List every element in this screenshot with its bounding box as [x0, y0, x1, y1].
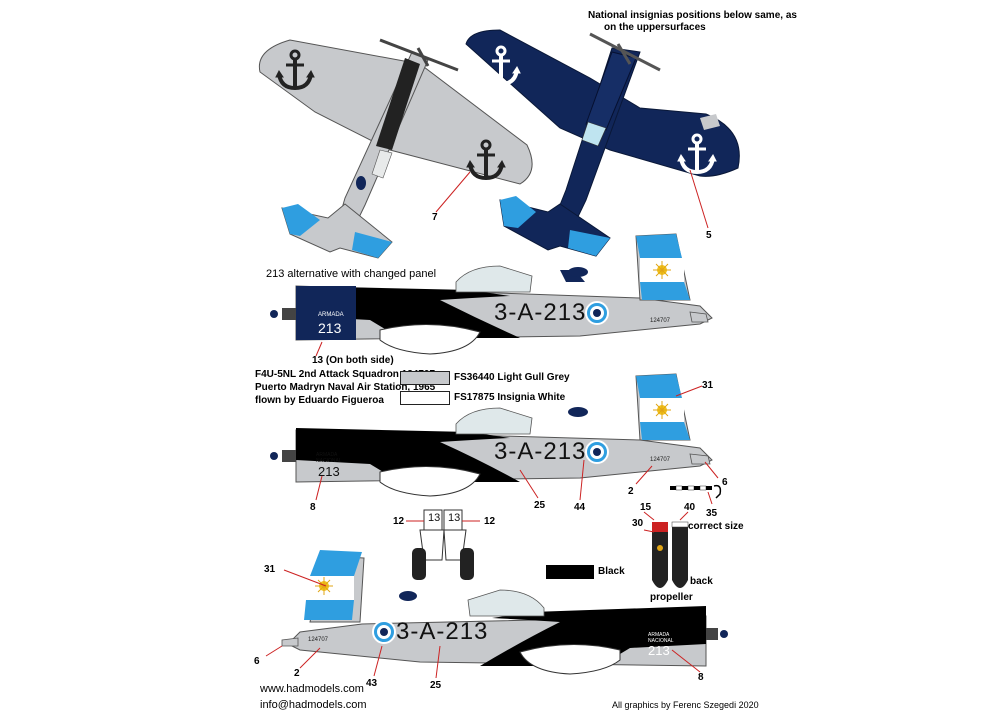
callout-2-b: 2: [294, 668, 300, 679]
callout-6-a: 6: [722, 477, 728, 488]
serial-side2: 124707: [650, 457, 671, 463]
serial-side3: 124707: [308, 637, 329, 643]
armada-side3: ARMADA: [648, 632, 670, 638]
callout-6-b: 6: [254, 656, 260, 667]
aircraft-info-line2: Puerto Madryn Naval Air Station, 1965: [255, 382, 436, 393]
plan-view-navy: [465, 29, 740, 257]
code-side2: 3-A-213: [494, 438, 587, 465]
code-side1: 3-A-213: [494, 299, 587, 326]
callout-43: 43: [366, 678, 378, 689]
grey-swatch: [400, 371, 450, 385]
callout-25-a: 25: [534, 500, 546, 511]
nose-number-side2: 213: [318, 464, 340, 479]
callout-35: 35: [706, 508, 718, 519]
gear-door-number-left: 13: [428, 512, 441, 524]
armada-side2: ARMADA: [316, 452, 338, 458]
footer-credit: All graphics by Ferenc Szegedi 2020: [612, 700, 759, 710]
callout-8-a: 8: [310, 502, 316, 513]
on-both-side-note: 13 (On both side): [312, 355, 394, 366]
nose-number-side3: 213: [648, 643, 670, 658]
alt-panel-caption: 213 alternative with changed panel: [266, 268, 437, 280]
callout-30: 30: [632, 518, 644, 529]
armada-side1: ARMADA: [318, 312, 344, 318]
callout-8-b: 8: [698, 672, 704, 683]
nacional-side2: NACIONAL: [316, 458, 342, 464]
nose-number-side1: 213: [318, 320, 342, 336]
nacional-side3: NACIONAL: [648, 638, 674, 644]
gear-doors: [406, 509, 480, 580]
propeller-label: propeller: [650, 592, 693, 603]
correct-size-label: correct size: [688, 521, 744, 532]
callout-25-b: 25: [430, 680, 442, 691]
callout-12-right: 12: [484, 516, 496, 527]
back-label: back: [690, 576, 713, 587]
grey-swatch-label: FS36440 Light Gull Grey: [454, 372, 570, 383]
white-swatch-label: FS17875 Insignia White: [454, 392, 566, 403]
footer-web: www.hadmodels.com: [260, 683, 364, 695]
aircraft-info-line1: F4U-5NL 2nd Attack Squadron 124707: [255, 369, 436, 380]
code-side3: 3-A-213: [396, 618, 489, 645]
aircraft-info-line3: flown by Eduardo Figueroa: [255, 395, 384, 406]
callout-15: 15: [640, 502, 652, 513]
side-view-right: [265, 550, 728, 679]
callout-12-left: 12: [393, 516, 405, 527]
side-view-alternative: [270, 233, 713, 357]
callout-31-b: 31: [264, 564, 276, 575]
callout-31-a: 31: [702, 380, 714, 391]
callout-40: 40: [684, 502, 696, 513]
white-swatch: [400, 391, 450, 405]
black-swatch-label: Black: [598, 566, 625, 577]
top-note-line1: National insignias positions below same,…: [588, 10, 797, 21]
callout-5: 5: [706, 230, 712, 241]
side-view-main: [270, 373, 719, 501]
black-swatch: [546, 565, 594, 579]
propeller-decals: [643, 484, 722, 588]
serial-side1: 124707: [650, 318, 671, 324]
plan-view-grey: [258, 38, 533, 259]
footer-email: info@hadmodels.com: [260, 699, 367, 711]
callout-44: 44: [574, 502, 586, 513]
callout-2-a: 2: [628, 486, 634, 497]
callout-7: 7: [432, 212, 438, 223]
gear-door-number-right: 13: [448, 512, 461, 524]
top-note-line2: on the uppersurfaces: [604, 22, 706, 33]
